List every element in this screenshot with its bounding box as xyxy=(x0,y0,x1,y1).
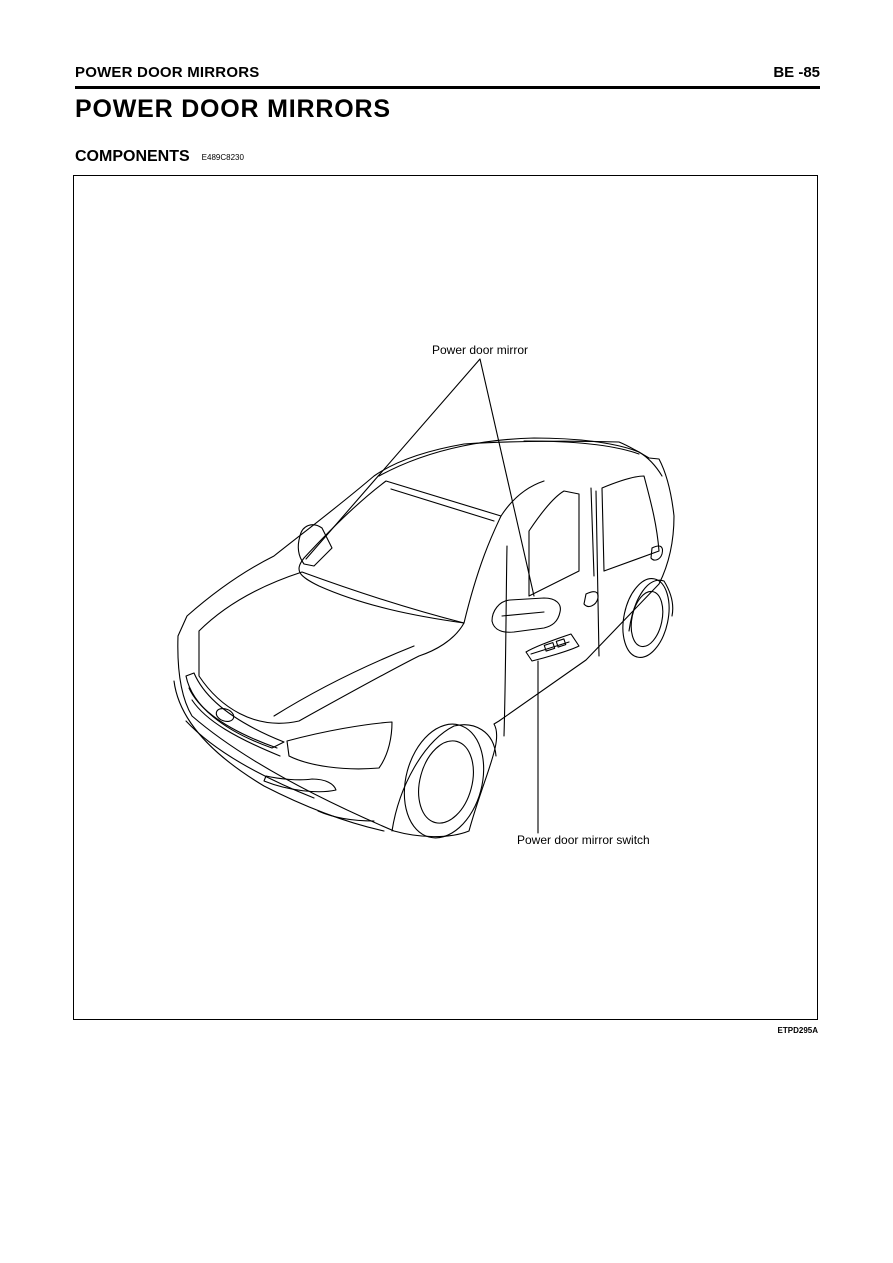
right-door-mirror xyxy=(491,597,561,633)
mirror-switch-panel xyxy=(525,633,580,662)
callout-switch-label: Power door mirror switch xyxy=(517,833,650,847)
car-grille-bar-2 xyxy=(191,699,281,757)
car-roof xyxy=(378,437,663,477)
car-front-wheel-arch xyxy=(391,724,497,832)
components-figure: Power door mirror Power door mirror swit… xyxy=(73,175,818,1020)
page-title: POWER DOOR MIRRORS xyxy=(75,95,391,123)
car-front-door xyxy=(503,545,508,737)
car-illustration xyxy=(173,358,675,839)
section-heading: COMPONENTS E489C8230 xyxy=(75,148,244,166)
car-rear-door-handle xyxy=(650,545,664,561)
running-header: POWER DOOR MIRRORS BE -85 xyxy=(75,64,820,89)
car-rear-wheel xyxy=(622,578,670,658)
section-heading-label: COMPONENTS xyxy=(75,148,190,165)
header-page-number: BE -85 xyxy=(773,64,820,81)
section-code: E489C8230 xyxy=(201,153,244,162)
car-emblem xyxy=(215,708,235,722)
car-bumper-foglight xyxy=(263,775,337,793)
car-front-wheel xyxy=(403,723,485,839)
car-headlight xyxy=(286,721,393,770)
car-windshield xyxy=(298,480,502,624)
car-a-pillar xyxy=(500,480,545,517)
car-bumper xyxy=(173,680,385,832)
car-front-door-window xyxy=(528,490,580,597)
car-hood-crease xyxy=(273,645,415,717)
car-windshield-inner xyxy=(390,488,495,522)
mirror-switch-button-2 xyxy=(555,638,567,648)
callout-mirror-leader xyxy=(305,358,535,597)
figure-code: ETPD295A xyxy=(777,1026,818,1035)
car-hood xyxy=(198,571,465,724)
mirror-switch-body xyxy=(530,641,570,655)
car-body-outline xyxy=(177,440,675,838)
right-door-mirror-glass xyxy=(501,611,545,617)
header-section-name: POWER DOOR MIRRORS xyxy=(75,64,260,81)
car-bumper-lower xyxy=(185,720,315,799)
callout-mirror-label: Power door mirror xyxy=(432,343,529,357)
car-door-handle xyxy=(583,591,599,607)
left-door-mirror xyxy=(297,524,333,567)
car-door-seam xyxy=(595,490,600,657)
car-roof-rail xyxy=(523,440,640,455)
car-front-wheel-inner xyxy=(418,740,474,824)
mirror-switch-button xyxy=(543,642,556,652)
car-grille-bar xyxy=(188,687,278,749)
car-rear-wheel-inner xyxy=(630,590,664,648)
car-rear-door-window xyxy=(601,475,660,572)
car-bumper-intake xyxy=(317,810,375,822)
car-b-pillar xyxy=(590,487,595,577)
